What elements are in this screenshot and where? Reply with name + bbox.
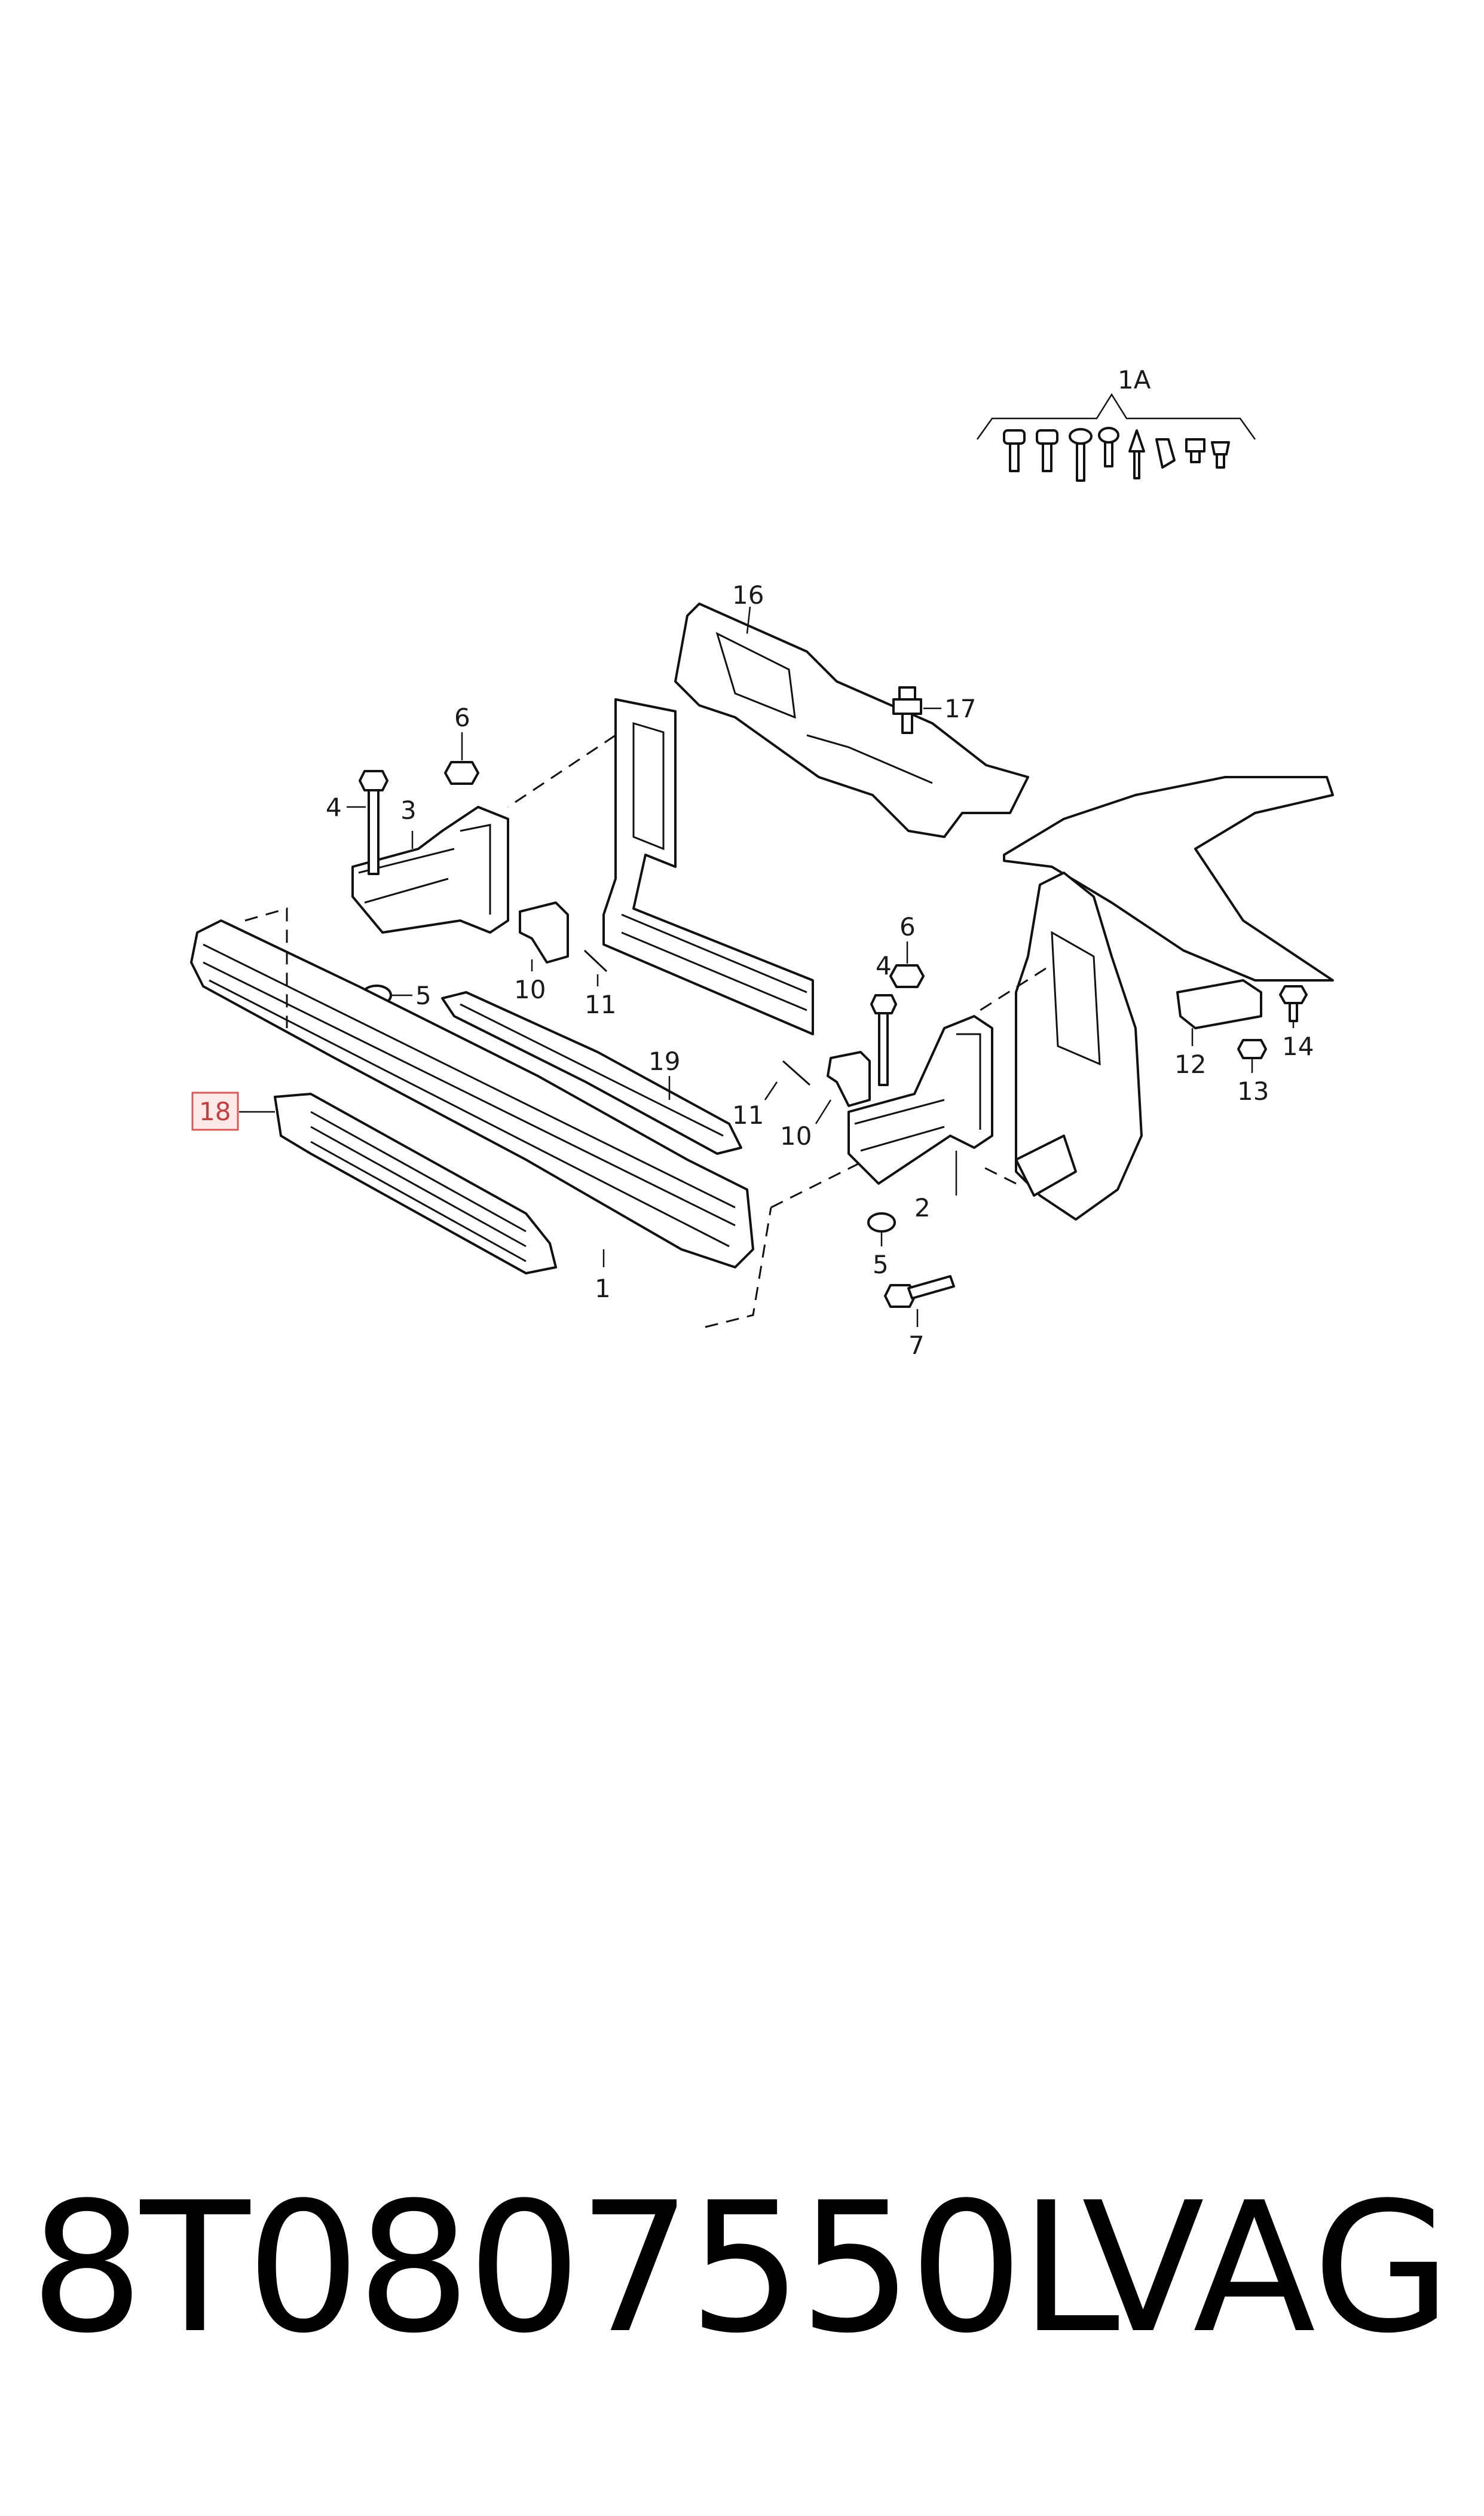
part-4-bolt-right: 4 xyxy=(870,951,897,1086)
callout-5-right: 5 xyxy=(873,1250,889,1279)
callout-19: 19 xyxy=(648,1047,680,1076)
callout-3: 3 xyxy=(400,796,417,825)
callout-18-highlight xyxy=(191,1092,239,1131)
callout-6-left: 6 xyxy=(454,703,470,732)
part-5-nut-right: 5 xyxy=(867,1212,896,1279)
part-10-bracket-left: 10 xyxy=(514,901,569,1004)
part-7-bolt: 7 xyxy=(884,1275,955,1360)
callout-5-left: 5 xyxy=(415,981,432,1010)
callout-10-left: 10 xyxy=(514,975,546,1004)
fastener-kit-1A: 1A xyxy=(976,365,1256,482)
callout-6-right: 6 xyxy=(899,912,916,941)
part-1-bumper-beam: 1 xyxy=(190,907,867,1328)
part-6-nut-right: 6 xyxy=(889,912,925,988)
part-2-crash-box-right: 2 xyxy=(847,1015,993,1222)
part-6-nut-left: 6 xyxy=(444,703,479,785)
brand-label: VAG xyxy=(1082,2164,1452,2373)
part-3-crash-box-left: 3 xyxy=(351,796,509,934)
callout-12: 12 xyxy=(1174,1050,1206,1079)
callout-18: 18 xyxy=(199,1097,231,1126)
callout-7: 7 xyxy=(908,1331,925,1360)
part-18-energy-absorber: 18 xyxy=(191,1092,557,1274)
part-4-bolt-left: 4 xyxy=(326,770,388,875)
part-17-clip: 17 xyxy=(892,686,976,734)
part-14-screw: 14 xyxy=(1279,985,1314,1061)
part-19-strip: 19 xyxy=(441,991,742,1155)
part-11-pin-left: 11 xyxy=(583,949,616,1019)
callout-10-right: 10 xyxy=(780,1121,812,1151)
callout-2: 2 xyxy=(914,1193,931,1222)
part-16-upper-carrier: 16 xyxy=(674,580,1029,838)
part-11-pin-right: 11 xyxy=(732,1060,810,1130)
callout-4-left: 4 xyxy=(326,793,342,822)
callout-16: 16 xyxy=(732,580,764,610)
part-10-bracket-right: 10 xyxy=(780,1051,871,1151)
part-13-nut: 13 xyxy=(1237,1039,1269,1106)
footer: 8T0807550L VAG xyxy=(0,2170,1484,2367)
callout-4-right: 4 xyxy=(876,951,892,980)
callout-11-left: 11 xyxy=(585,990,616,1019)
callout-13: 13 xyxy=(1237,1077,1269,1106)
callout-1: 1 xyxy=(595,1274,611,1303)
callout-11-right: 11 xyxy=(732,1100,764,1130)
callout-17: 17 xyxy=(944,694,976,723)
part-12-bracket: 12 xyxy=(1174,979,1262,1079)
callout-14: 14 xyxy=(1282,1032,1314,1061)
part-number: 8T0807550L xyxy=(30,2164,1119,2373)
callout-1A: 1A xyxy=(1118,365,1151,395)
right-fender-structure xyxy=(980,776,1334,1221)
center-lock-carrier xyxy=(507,698,814,1035)
